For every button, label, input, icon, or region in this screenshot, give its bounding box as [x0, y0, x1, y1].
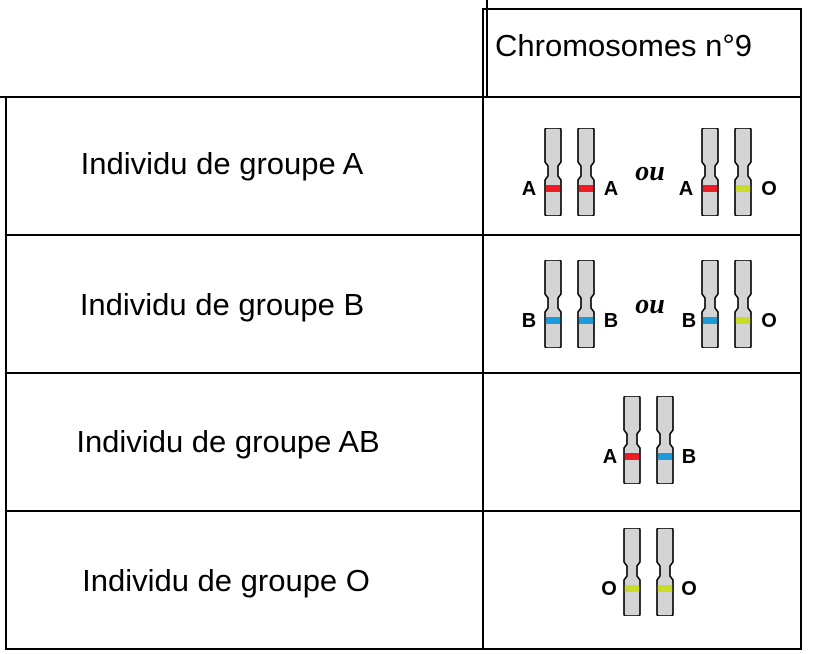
row-chromo-cell-o [482, 510, 802, 650]
allele-label: B [681, 310, 697, 332]
row-label-group-o: Individu de groupe O [82, 563, 370, 598]
allele-band-a [624, 453, 640, 460]
chromosome-body [656, 528, 674, 616]
allele-band-b [545, 317, 561, 324]
allele-band-o [735, 317, 751, 324]
chromosome [656, 528, 674, 616]
chromosome-body [734, 260, 752, 348]
chromosome-body [701, 128, 719, 216]
chromosome [734, 260, 752, 348]
row-label-group-b: Individu de groupe B [79, 287, 365, 322]
allele-label: A [678, 178, 694, 200]
chromosome-body [577, 260, 595, 348]
allele-band-b [657, 453, 673, 460]
separator-ou-row-a: ou [635, 156, 665, 187]
chromosome [544, 128, 562, 216]
chromosome-body [544, 128, 562, 216]
allele-label: B [603, 310, 619, 332]
chromosome-body [577, 128, 595, 216]
chromosome [544, 260, 562, 348]
allele-band-o [657, 585, 673, 592]
chromosome [701, 128, 719, 216]
chromosome [623, 528, 641, 616]
allele-band-a [578, 185, 594, 192]
allele-label: A [602, 446, 618, 468]
chromosome-body [701, 260, 719, 348]
allele-band-a [702, 185, 718, 192]
row-label-group-ab: Individu de groupe AB [76, 424, 380, 459]
allele-label: A [603, 178, 619, 200]
chromosome [577, 260, 595, 348]
allele-band-o [624, 585, 640, 592]
chromosome-body [544, 260, 562, 348]
allele-label: A [521, 178, 537, 200]
chromosome-body [656, 396, 674, 484]
allele-label: O [761, 178, 777, 200]
row-chromo-cell-ab [482, 372, 802, 512]
chromosome [734, 128, 752, 216]
separator-ou-row-b: ou [635, 289, 665, 320]
allele-band-b [702, 317, 718, 324]
chromosome [623, 396, 641, 484]
row-label-group-a: Individu de groupe A [80, 146, 364, 181]
allele-label: O [601, 578, 617, 600]
allele-label: O [681, 578, 697, 600]
chromosome [577, 128, 595, 216]
chromosome-body [623, 396, 641, 484]
allele-band-b [578, 317, 594, 324]
chromosome-body [734, 128, 752, 216]
chromosome-body [623, 528, 641, 616]
allele-band-a [545, 185, 561, 192]
allele-band-o [735, 185, 751, 192]
allele-label: O [761, 310, 777, 332]
header-empty-cell [0, 0, 488, 98]
allele-label: B [521, 310, 537, 332]
allele-label: B [681, 446, 697, 468]
chromosome [656, 396, 674, 484]
chromosome [701, 260, 719, 348]
header-title: Chromosomes n°9 [495, 28, 753, 63]
